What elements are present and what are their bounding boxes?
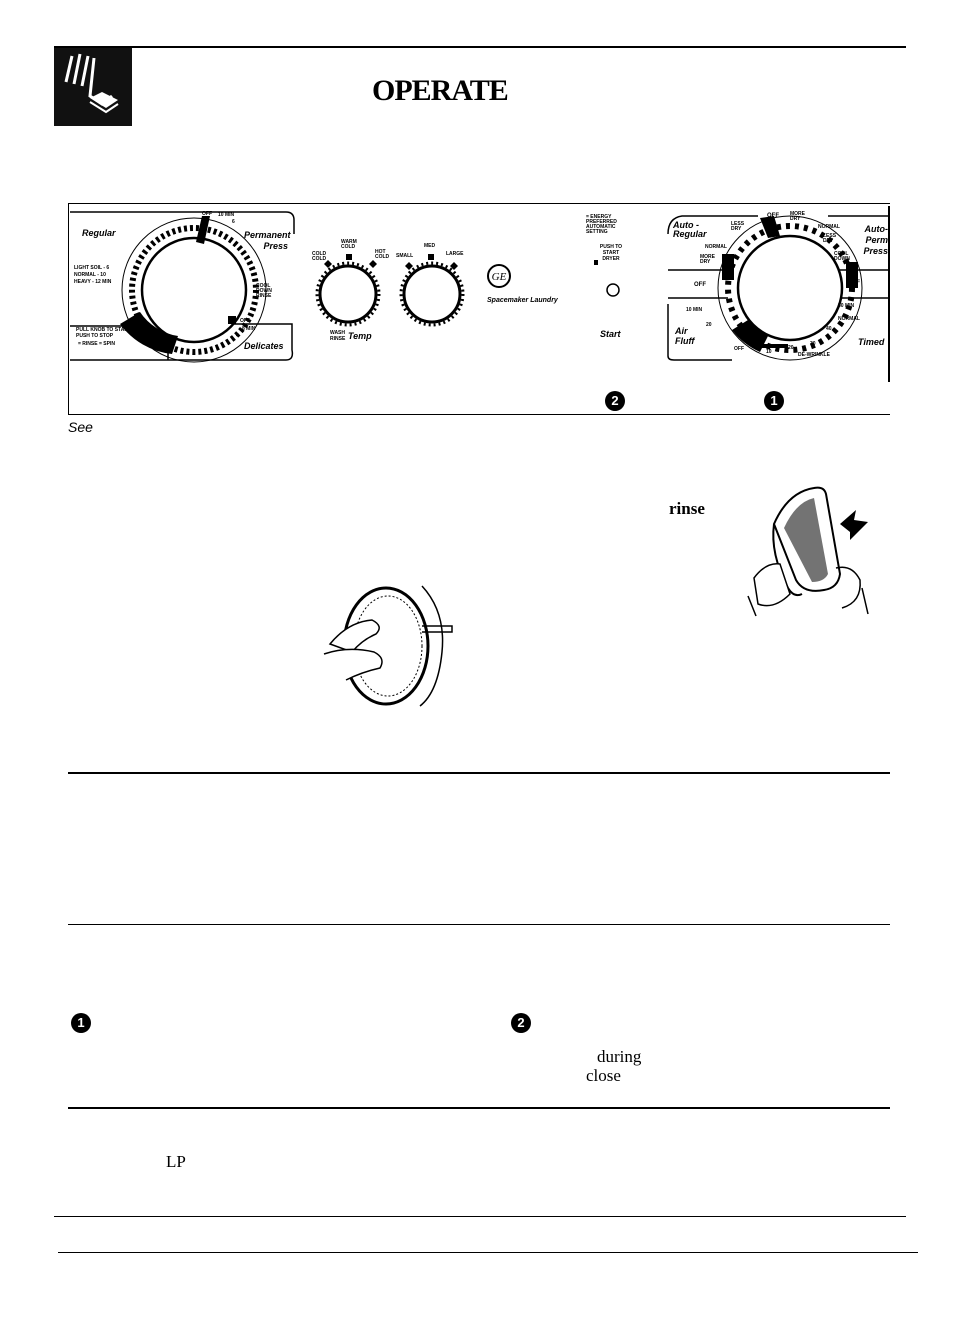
temp-label: Temp <box>348 331 372 341</box>
dryer-more-dry-left-label: MORE DRY <box>700 254 715 265</box>
panel-right-tick <box>888 206 890 382</box>
dryer-less-dry-left-label: LESS DRY <box>731 221 745 232</box>
temp-cold-cold-label: COLD COLD <box>312 251 327 262</box>
dryer-cool-down-label: COOL DOWN <box>834 251 850 262</box>
washer-six-label: 6 <box>232 219 235 225</box>
washer-push-knob-label: PUSH TO STOP <box>76 333 114 339</box>
washer-regular-label: Regular <box>82 228 116 238</box>
dryer-off-bottom-label: OFF <box>734 346 744 352</box>
dryer-off-top-label: OFF <box>767 213 779 219</box>
energy-preferred-label: = ENERGY PREFERRED AUTOMATIC SETTING <box>586 214 617 235</box>
dryer-auto-perm-press-label: Auto- Perm Press <box>863 224 888 256</box>
push-to-start-label: PUSH TO START DRYER <box>599 244 623 262</box>
section-rule-2 <box>68 924 890 925</box>
washer-off-right-label: OFF <box>240 318 250 324</box>
footer-rule-1 <box>54 1216 906 1217</box>
dryer-twenty-label: 20 <box>706 322 712 328</box>
lint-filter-pull-illustration <box>744 484 872 620</box>
top-rule <box>54 46 906 48</box>
dryer-forty-label: 40 <box>826 326 832 332</box>
panel-top-rule <box>68 203 890 204</box>
washer-pull-knob-label: PULL KNOB TO START <box>76 327 131 333</box>
dryer-twenty-bottom-label: 20 <box>788 345 794 351</box>
temp-wash-rinse-label: WASH RINSE <box>330 330 346 342</box>
lint-filter-door-illustration <box>322 582 454 710</box>
dryer-fifty-min-label: 50 MIN <box>838 303 855 309</box>
washer-heavy-label: HEAVY - 12 MIN <box>74 279 112 285</box>
dryer-normal-left-label: NORMAL <box>705 244 727 250</box>
temp-warm-cold-label: WARM COLD <box>341 239 357 250</box>
size-small-label: SMALL <box>396 253 414 259</box>
section-rule-3 <box>68 1107 890 1109</box>
washer-cool-down-label: COOL DOWN RINSE <box>256 283 272 299</box>
brand-label: Spacemaker Laundry <box>487 297 558 304</box>
washer-normal-label: NORMAL - 10 <box>74 272 106 278</box>
size-large-label: LARGE <box>446 251 464 257</box>
dryer-timed-label: Timed <box>858 337 885 347</box>
start-button-label[interactable]: Start <box>600 329 621 339</box>
dryer-ten-label: 10 <box>766 349 772 355</box>
marker-one: 1 <box>764 391 784 411</box>
dryer-dewrinkle-label: DE-WRINKLE <box>798 352 830 358</box>
washer-four-label: 4 <box>236 333 239 339</box>
close-word: close <box>586 1066 621 1085</box>
washer-off-top-label: OFF <box>202 211 212 217</box>
caption-see: See <box>68 419 93 435</box>
dryer-auto-regular-label: Auto - Regular <box>673 220 707 239</box>
dryer-normal-bottom-label: NORMAL <box>838 316 860 322</box>
marker-two: 2 <box>605 391 625 411</box>
size-med-label: MED <box>424 243 436 249</box>
dryer-normal-right-label: NORMAL <box>818 224 840 230</box>
washer-rinse-spin-label: = RINSE = SPIN <box>78 341 115 347</box>
panel-bottom-rule <box>68 414 890 415</box>
step-two-marker: 2 <box>511 1013 531 1033</box>
during-word: during <box>597 1047 642 1066</box>
dryer-less-dry-right-label: LESS DRY <box>823 233 837 244</box>
control-panel: GE <box>68 204 890 414</box>
dryer-thirty-label: 30 <box>810 341 816 347</box>
dryer-more-dry-right-label: MORE DRY <box>790 211 805 222</box>
panel-left-rule <box>68 204 69 414</box>
page-title: OPERATE <box>372 74 509 107</box>
washer-light-soil-label: LIGHT SOIL - 6 <box>74 265 110 271</box>
dryer-off-right-label: OFF <box>848 280 860 286</box>
washer-eight-min-label: 8 MIN <box>242 326 256 332</box>
dryer-off-left-label: OFF <box>694 282 706 288</box>
section-rule-1 <box>68 772 890 774</box>
control-panel-drawing: GE <box>70 211 888 363</box>
step-one-marker: 1 <box>71 1013 91 1033</box>
lp-word: LP <box>166 1152 186 1171</box>
dryer-ten-min-label: 10 MIN <box>686 307 703 313</box>
washer-ten-min-label: 10 MIN <box>218 212 235 218</box>
dryer-air-fluff-label: Air Fluff <box>675 326 695 346</box>
washer-permanent-press-label: Permanent Press <box>244 230 291 251</box>
rinse-word: rinse <box>669 499 705 518</box>
hand-press-icon <box>54 48 132 126</box>
svg-text:GE: GE <box>492 271 507 283</box>
washer-delicates-label: Delicates <box>244 341 284 351</box>
temp-hot-cold-label: HOT COLD <box>375 249 390 260</box>
footer-rule-2 <box>58 1252 918 1253</box>
